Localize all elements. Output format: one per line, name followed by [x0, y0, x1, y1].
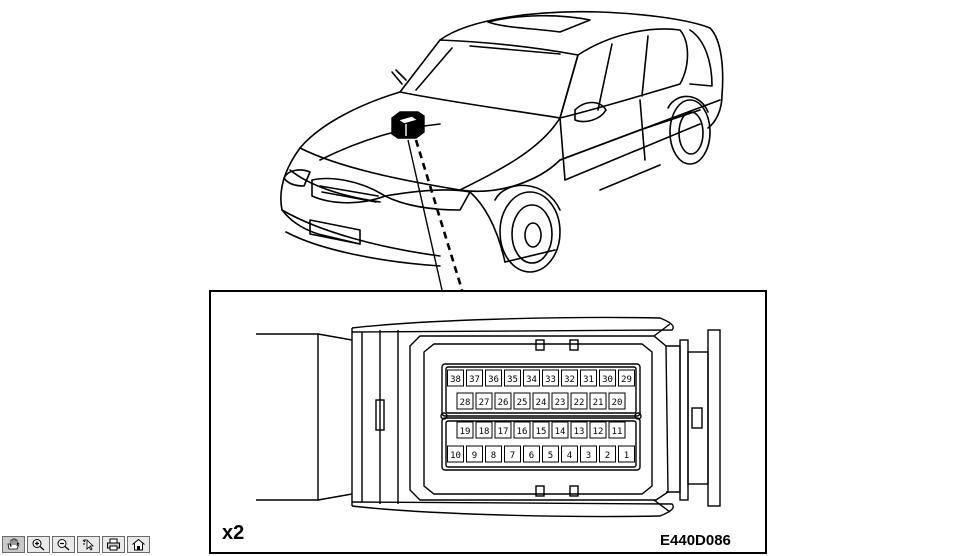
connector-pin: [466, 445, 483, 463]
connector-pin-number: 4: [567, 451, 572, 461]
connector-pin: [570, 421, 588, 439]
connector-pin: [570, 392, 588, 410]
connector-pin: [551, 421, 569, 439]
connector-pin: [580, 445, 597, 463]
connector-pin-number: 14: [555, 427, 566, 437]
connector-pin: [523, 445, 540, 463]
home-icon: [132, 538, 145, 551]
connector-pin: [475, 421, 493, 439]
connector-pin-number: 25: [517, 398, 528, 408]
quantity-label: x2: [222, 522, 244, 544]
connector-pin-number: 16: [517, 427, 528, 437]
connector-pin-number: 29: [621, 375, 632, 385]
connector-pin-number: 36: [488, 375, 499, 385]
connector-pin-number: 17: [498, 427, 509, 437]
connector-pin-number: 23: [555, 398, 566, 408]
connector-pin-number: 8: [491, 451, 496, 461]
zoom-in-button[interactable]: [27, 536, 50, 553]
cursor-icon: [82, 539, 94, 551]
print-button[interactable]: [102, 536, 125, 553]
viewer-toolbar: [2, 536, 150, 555]
connector-pin: [551, 392, 569, 410]
connector-pin-number: 31: [583, 375, 594, 385]
connector-pin-number: 3: [586, 451, 591, 461]
connector-pin: [504, 369, 521, 387]
connector-pin: [485, 369, 502, 387]
connector-pin: [485, 445, 502, 463]
connector-pin-number: 27: [479, 398, 490, 408]
detail-frame: [209, 290, 767, 554]
select-tool-button[interactable]: [77, 536, 100, 553]
connector-pin: [523, 369, 540, 387]
connector-pin: [561, 445, 578, 463]
connector-pin: [504, 445, 521, 463]
reference-code: E440D086: [660, 532, 731, 549]
connector-pin-number: 2: [605, 451, 610, 461]
ecu-locator: [391, 111, 464, 291]
connector-pin-number: 5: [548, 451, 553, 461]
connector-pin-number: 37: [469, 375, 480, 385]
printer-icon: [107, 538, 120, 551]
connector-pin: [532, 421, 550, 439]
connector-pin: [599, 369, 616, 387]
connector-pin-number: 1: [624, 451, 629, 461]
connector-pin: [599, 445, 616, 463]
car-illustration: [280, 10, 724, 273]
connector-pin-number: 18: [479, 427, 490, 437]
connector-pin: [618, 445, 635, 463]
connector-pin-number: 34: [526, 375, 537, 385]
connector-drawing: [256, 316, 721, 518]
connector-pin-number: 26: [498, 398, 509, 408]
connector-pin: [561, 369, 578, 387]
connector-pin-number: 6: [529, 451, 534, 461]
zoom-in-icon: [32, 539, 45, 551]
connector-pin-number: 28: [460, 398, 471, 408]
connector-pin-number: 32: [564, 375, 575, 385]
connector-pin: [589, 392, 607, 410]
connector-pin: [580, 369, 597, 387]
connector-pin: [494, 421, 512, 439]
connector-pin-number: 21: [593, 398, 604, 408]
connector-pin: [618, 369, 635, 387]
connector-pin: [447, 369, 464, 387]
hand-icon: [7, 538, 20, 550]
connector-pin-number: 22: [574, 398, 585, 408]
zoom-out-button[interactable]: [52, 536, 75, 553]
connector-pin: [513, 421, 531, 439]
connector-pin-number: 9: [472, 451, 477, 461]
connector-pin: [532, 392, 550, 410]
connector-pin: [542, 369, 559, 387]
connector-pin: [475, 392, 493, 410]
connector-pin-number: 30: [602, 375, 613, 385]
connector-pin: [456, 421, 474, 439]
connector-pin-number: 20: [612, 398, 623, 408]
connector-pin-number: 11: [612, 427, 623, 437]
connector-pin: [466, 369, 483, 387]
connector-pin-number: 15: [536, 427, 547, 437]
connector-pin-number: 38: [450, 375, 461, 385]
connector-pin: [513, 392, 531, 410]
connector-pin: [456, 392, 474, 410]
pan-tool-button[interactable]: [2, 536, 25, 553]
connector-pin-number: 7: [510, 451, 515, 461]
connector-pin: [494, 392, 512, 410]
connector-pin-number: 35: [507, 375, 518, 385]
connector-pin-number: 13: [574, 427, 585, 437]
connector-pin: [589, 421, 607, 439]
connector-pin-number: 19: [460, 427, 471, 437]
connector-pin-number: 10: [450, 451, 461, 461]
connector-pin: [608, 421, 626, 439]
zoom-out-icon: [57, 539, 70, 551]
connector-pin: [447, 445, 464, 463]
connector-pin-number: 33: [545, 375, 556, 385]
connector-pin-number: 12: [593, 427, 604, 437]
connector-pin: [608, 392, 626, 410]
connector-pin: [542, 445, 559, 463]
home-button[interactable]: [127, 536, 150, 553]
connector-pin-number: 24: [536, 398, 547, 408]
